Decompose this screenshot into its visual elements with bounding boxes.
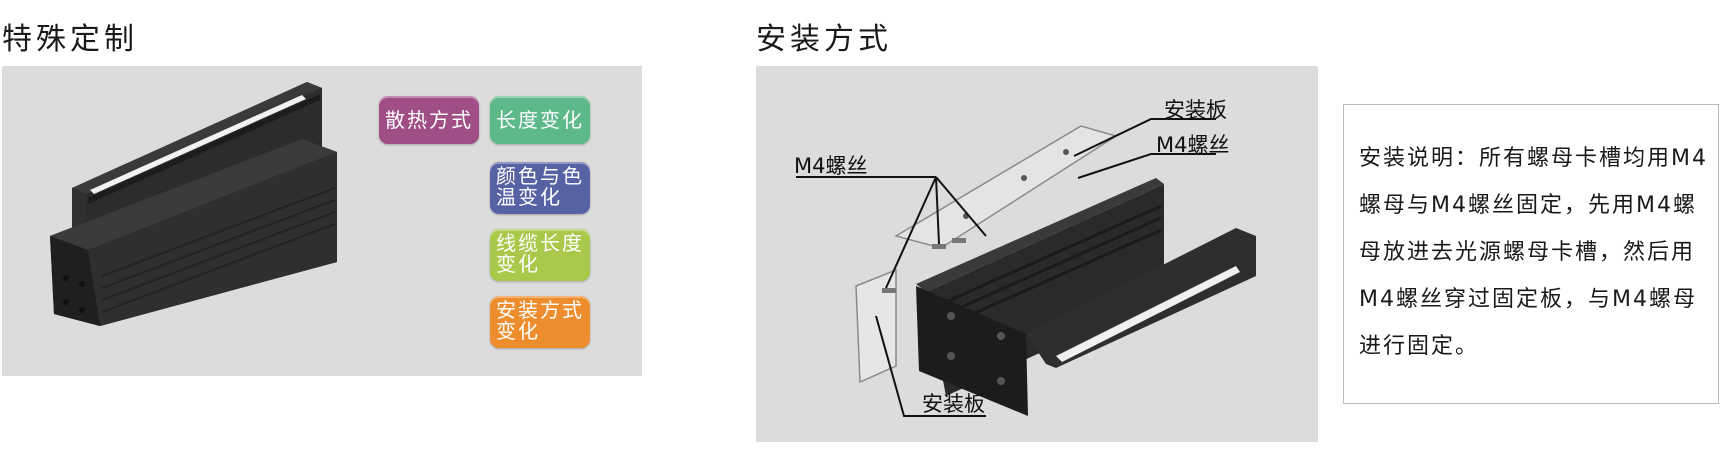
tag-install-line1: 安装方式 bbox=[496, 298, 584, 322]
install-diagram-image bbox=[796, 118, 1256, 417]
tag-install-line2: 变化 bbox=[496, 319, 540, 343]
install-panel: 安装板 M4螺丝 M4螺丝 安装板 bbox=[756, 66, 1318, 442]
install-description-box: 安装说明：所有螺母卡槽均用M4螺母与M4螺丝固定，先用M4螺母放进去光源螺母卡槽… bbox=[1343, 104, 1719, 404]
tag-cable-line1: 线缆长度 bbox=[496, 231, 584, 255]
tag-heat-dissipation: 散热方式 bbox=[379, 96, 479, 144]
section-title-install: 安装方式 bbox=[756, 22, 892, 57]
tag-length-change: 长度变化 bbox=[490, 96, 590, 144]
callout-plate-top: 安装板 bbox=[1164, 98, 1227, 122]
callout-plate-bottom: 安装板 bbox=[922, 392, 985, 416]
custom-panel: 散热方式 长度变化 颜色与色 温变化 线缆长度 变化 安装方式 变化 bbox=[2, 66, 642, 376]
tag-color-change: 颜色与色 温变化 bbox=[490, 162, 590, 214]
section-title-custom: 特殊定制 bbox=[2, 22, 138, 57]
tag-color-line2: 温变化 bbox=[496, 185, 562, 209]
tag-cable-line2: 变化 bbox=[496, 252, 540, 276]
callout-screw-top: M4螺丝 bbox=[1156, 133, 1230, 157]
callout-screw-left: M4螺丝 bbox=[794, 154, 868, 178]
tag-cable-length: 线缆长度 变化 bbox=[490, 229, 590, 281]
install-description-text: 安装说明：所有螺母卡槽均用M4螺母与M4螺丝固定，先用M4螺母放进去光源螺母卡槽… bbox=[1359, 146, 1708, 359]
light-bar-product-image bbox=[50, 82, 337, 326]
tag-color-line1: 颜色与色 bbox=[496, 164, 584, 188]
tag-install-method: 安装方式 变化 bbox=[490, 296, 590, 348]
